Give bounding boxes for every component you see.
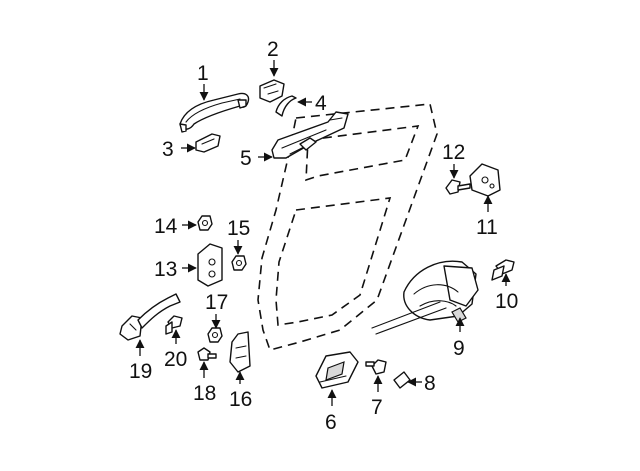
handle-cap-part bbox=[259, 79, 285, 103]
callout-2: 2 bbox=[267, 38, 279, 61]
nut-15-part bbox=[231, 255, 247, 271]
callout-12: 12 bbox=[442, 141, 465, 164]
nut-14-part bbox=[197, 215, 213, 231]
callout-11: 11 bbox=[476, 216, 498, 239]
callout-15: 15 bbox=[227, 217, 250, 240]
callout-labels: 1 2 3 4 5 6 7 8 9 10 11 12 13 14 15 16 1… bbox=[129, 38, 518, 434]
callout-19: 19 bbox=[129, 360, 152, 383]
nut-17-part bbox=[207, 327, 223, 343]
door-outline bbox=[257, 103, 438, 351]
callout-20: 20 bbox=[164, 348, 187, 371]
callout-16: 16 bbox=[229, 388, 252, 411]
callout-17: 17 bbox=[205, 291, 228, 314]
callout-8: 8 bbox=[424, 372, 436, 395]
handle-bracket-part bbox=[271, 111, 349, 159]
screw-7-part bbox=[365, 359, 387, 375]
clip-8-part bbox=[393, 371, 411, 389]
callout-13: 13 bbox=[154, 258, 177, 281]
leader-lines bbox=[135, 60, 511, 406]
inside-handle-part bbox=[315, 351, 359, 389]
plate-16-part bbox=[229, 331, 251, 373]
bolt-18-part bbox=[197, 347, 217, 361]
bracket-13-part bbox=[197, 243, 223, 287]
callout-9: 9 bbox=[453, 337, 465, 360]
latch-assembly-part bbox=[371, 260, 479, 335]
cap-gasket-part bbox=[275, 95, 297, 117]
callout-3: 3 bbox=[162, 138, 174, 161]
callout-4: 4 bbox=[315, 92, 327, 115]
callout-7: 7 bbox=[371, 396, 383, 419]
callout-18: 18 bbox=[193, 382, 216, 405]
callout-14: 14 bbox=[154, 215, 178, 238]
screw-10-part bbox=[491, 259, 515, 281]
callout-5: 5 bbox=[240, 147, 252, 170]
gasket-part bbox=[195, 133, 221, 153]
striker-part bbox=[469, 163, 501, 197]
outside-handle-part bbox=[179, 92, 250, 133]
callout-10: 10 bbox=[495, 290, 518, 313]
check-link-part bbox=[119, 293, 181, 341]
bolt-20-part bbox=[165, 315, 183, 335]
bolt-12-part bbox=[445, 179, 471, 195]
callout-1: 1 bbox=[197, 62, 209, 85]
callout-6: 6 bbox=[325, 411, 337, 434]
